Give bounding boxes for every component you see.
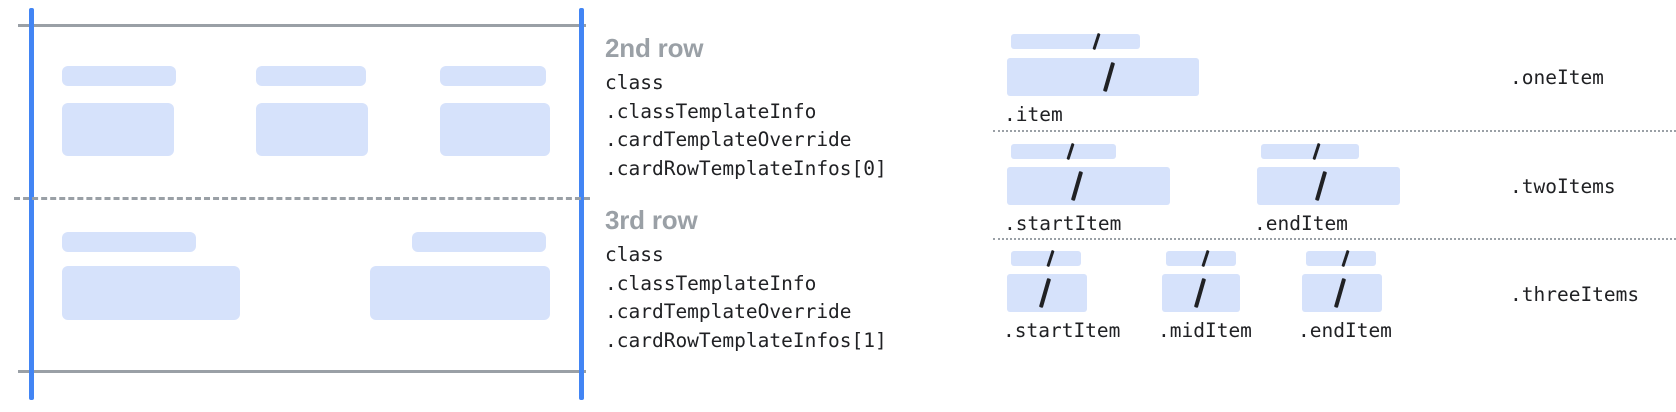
item-label: .endItem: [1254, 212, 1348, 235]
card-row-preview: [0, 0, 600, 412]
code-line: class: [605, 243, 664, 266]
code-line: .cardRowTemplateInfos[1]: [605, 328, 887, 352]
variant-label: .oneItem: [1510, 66, 1604, 89]
item-label: .startItem: [1003, 319, 1121, 342]
content-placeholder: [440, 103, 550, 156]
row-annotation-third: 3rd row class .classTemplateInfo .cardTe…: [605, 205, 887, 355]
item-label: .item: [1004, 103, 1063, 126]
item-label: .startItem: [1004, 212, 1122, 235]
item-label: .midItem: [1158, 319, 1252, 342]
code-line: .cardTemplateOverride: [605, 128, 852, 151]
variant-one-item: .item .oneItem: [985, 0, 1676, 132]
item-label: .endItem: [1298, 319, 1392, 342]
label-placeholder: [412, 232, 546, 252]
left-edge-guide: [29, 8, 34, 400]
item-label-bar: [1306, 251, 1376, 266]
card-top-border: [18, 24, 586, 27]
content-placeholder: [62, 266, 240, 320]
label-placeholder: [256, 66, 366, 86]
variant-label: .twoItems: [1510, 175, 1616, 198]
label-placeholder: [440, 66, 546, 86]
code-line: .cardRowTemplateInfos[0]: [605, 156, 887, 180]
content-placeholder: [256, 103, 368, 156]
row-title: 2nd row: [605, 33, 704, 63]
label-placeholder: [62, 66, 176, 86]
card-bottom-border: [18, 370, 586, 373]
code-line: .classTemplateInfo: [605, 271, 817, 295]
code-line: class: [605, 71, 664, 94]
variant-three-items: .startItem .midItem .endItem .threeItems: [985, 238, 1676, 358]
item-content-bar: [1007, 167, 1170, 205]
code-line: .classTemplateInfo: [605, 99, 817, 123]
variant-separator: [993, 238, 1676, 240]
content-placeholder: [62, 103, 174, 156]
item-content-bar: [1257, 167, 1400, 205]
row-separator: [14, 197, 590, 200]
item-label-bar: [1011, 251, 1081, 266]
item-layout-variants: .item .oneItem .startItem .endItem .t: [985, 0, 1676, 412]
variant-label: .threeItems: [1510, 283, 1640, 306]
item-label-bar: [1261, 144, 1359, 159]
right-edge-guide: [579, 8, 584, 400]
item-label-bar: [1011, 34, 1140, 49]
label-placeholder: [62, 232, 196, 252]
variant-separator: [993, 130, 1676, 132]
variant-two-items: .startItem .endItem .twoItems: [985, 130, 1676, 240]
row-annotation-second: 2nd row class .classTemplateInfo .cardTe…: [605, 33, 887, 183]
content-placeholder: [370, 266, 550, 320]
row-annotations: 2nd row class .classTemplateInfo .cardTe…: [605, 0, 985, 412]
code-line: .cardTemplateOverride: [605, 300, 852, 323]
item-label-bar: [1166, 251, 1236, 266]
row-title: 3rd row: [605, 205, 698, 235]
item-label-bar: [1011, 144, 1116, 159]
